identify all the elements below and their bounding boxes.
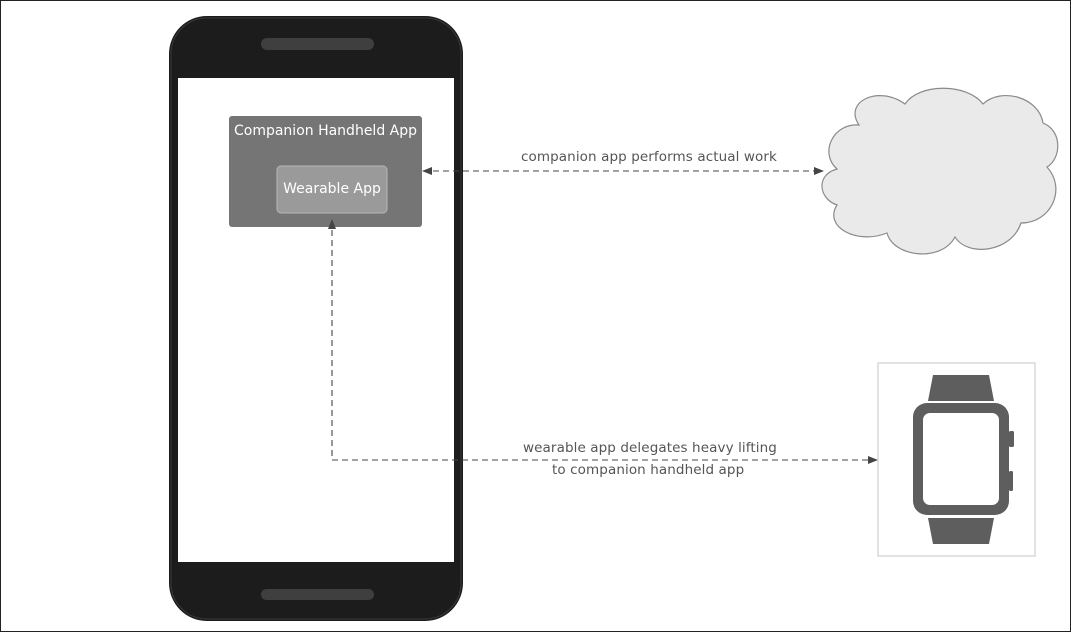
companion-app-title: Companion Handheld App bbox=[233, 123, 418, 139]
smartwatch-icon bbox=[877, 362, 1036, 557]
phone-bottom-speaker bbox=[261, 589, 374, 600]
cloud-link-label: companion app performs actual work bbox=[521, 149, 777, 165]
wearable-app-title: Wearable App bbox=[283, 181, 381, 197]
phone-speaker bbox=[261, 38, 374, 50]
watch-link-label-line1: wearable app delegates heavy lifting bbox=[523, 440, 777, 456]
watch-link-label-line2: to companion handheld app bbox=[552, 462, 745, 478]
watch-arrow bbox=[328, 219, 878, 464]
smartphone-icon bbox=[169, 16, 463, 621]
cloud-icon bbox=[821, 87, 1059, 255]
wearable-app-box bbox=[276, 165, 388, 214]
